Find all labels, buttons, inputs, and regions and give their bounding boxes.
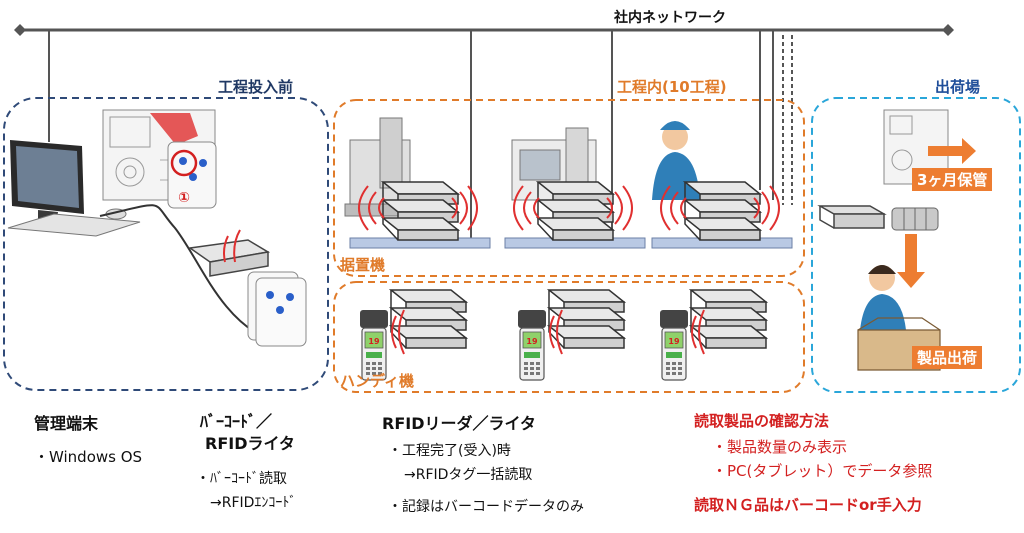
fixed-reader-zone — [333, 99, 805, 277]
network-line — [14, 24, 954, 242]
handy-tray-stack-1 — [390, 289, 467, 349]
reader-item-2: →RFIDタグ一括読取 — [404, 467, 533, 483]
empty-box-icon — [817, 205, 887, 229]
handy-waves — [391, 309, 705, 355]
writer-item-2: →RFIDｴﾝｺｰﾄﾞ — [210, 495, 297, 511]
marker-number: ① — [178, 190, 190, 206]
handy-reader-zone — [333, 281, 805, 393]
reader-item-3: ・記録はバーコードデータのみ — [388, 499, 584, 515]
writer-heading-line1: ﾊﾞｰｺｰﾄﾞ／ — [200, 412, 273, 431]
bearing-part-icon — [891, 207, 939, 231]
confirm-item-2: ・PC(タブレット）でデータ参照 — [712, 462, 933, 480]
handy-tray-stack-2 — [548, 289, 625, 349]
pc-icon — [7, 140, 141, 237]
document-icon — [102, 109, 217, 209]
reader-item-1: ・工程完了(受入)時 — [388, 443, 511, 459]
handy-screen-value-1: 19 — [368, 337, 380, 346]
pre-process-title: 工程投入前 — [218, 78, 294, 96]
handy-screen-value-2: 19 — [526, 337, 538, 346]
pre-process-zone — [3, 97, 329, 391]
network-label: 社内ネットワーク — [613, 9, 726, 26]
worker-icon — [652, 121, 700, 200]
writer-item-1: ・ﾊﾞｰｺｰﾄﾞ読取 — [196, 471, 287, 487]
handy-screen-value-3: 19 — [668, 337, 680, 346]
ng-note: 読取ＮＧ品はバーコードor手入力 — [694, 496, 922, 514]
rfid-writer-icon — [188, 229, 307, 347]
storage-label: 3ヶ月保管 — [912, 168, 993, 191]
reader-heading: RFIDリーダ／ライタ — [382, 414, 536, 433]
shipment-label: 製品出荷 — [912, 346, 983, 369]
fixed-reader-label: 据置機 — [340, 256, 386, 274]
shipping-title: 出荷場 — [935, 78, 981, 96]
writer-heading-line2: RFIDライタ — [205, 434, 295, 453]
terminal-heading: 管理端末 — [34, 414, 99, 433]
down-arrow-icon — [897, 234, 925, 288]
terminal-item: ・Windows OS — [34, 448, 143, 466]
handy-reader-label: ハンディ機 — [340, 372, 414, 390]
confirm-heading: 読取製品の確認方法 — [694, 412, 830, 430]
handy-tray-stack-3 — [690, 289, 767, 349]
cable — [99, 204, 271, 341]
in-process-title: 工程内(10工程) — [617, 78, 727, 96]
storage-arrow-icon — [928, 138, 976, 164]
confirm-item-1: ・製品数量のみ表示 — [712, 438, 848, 456]
